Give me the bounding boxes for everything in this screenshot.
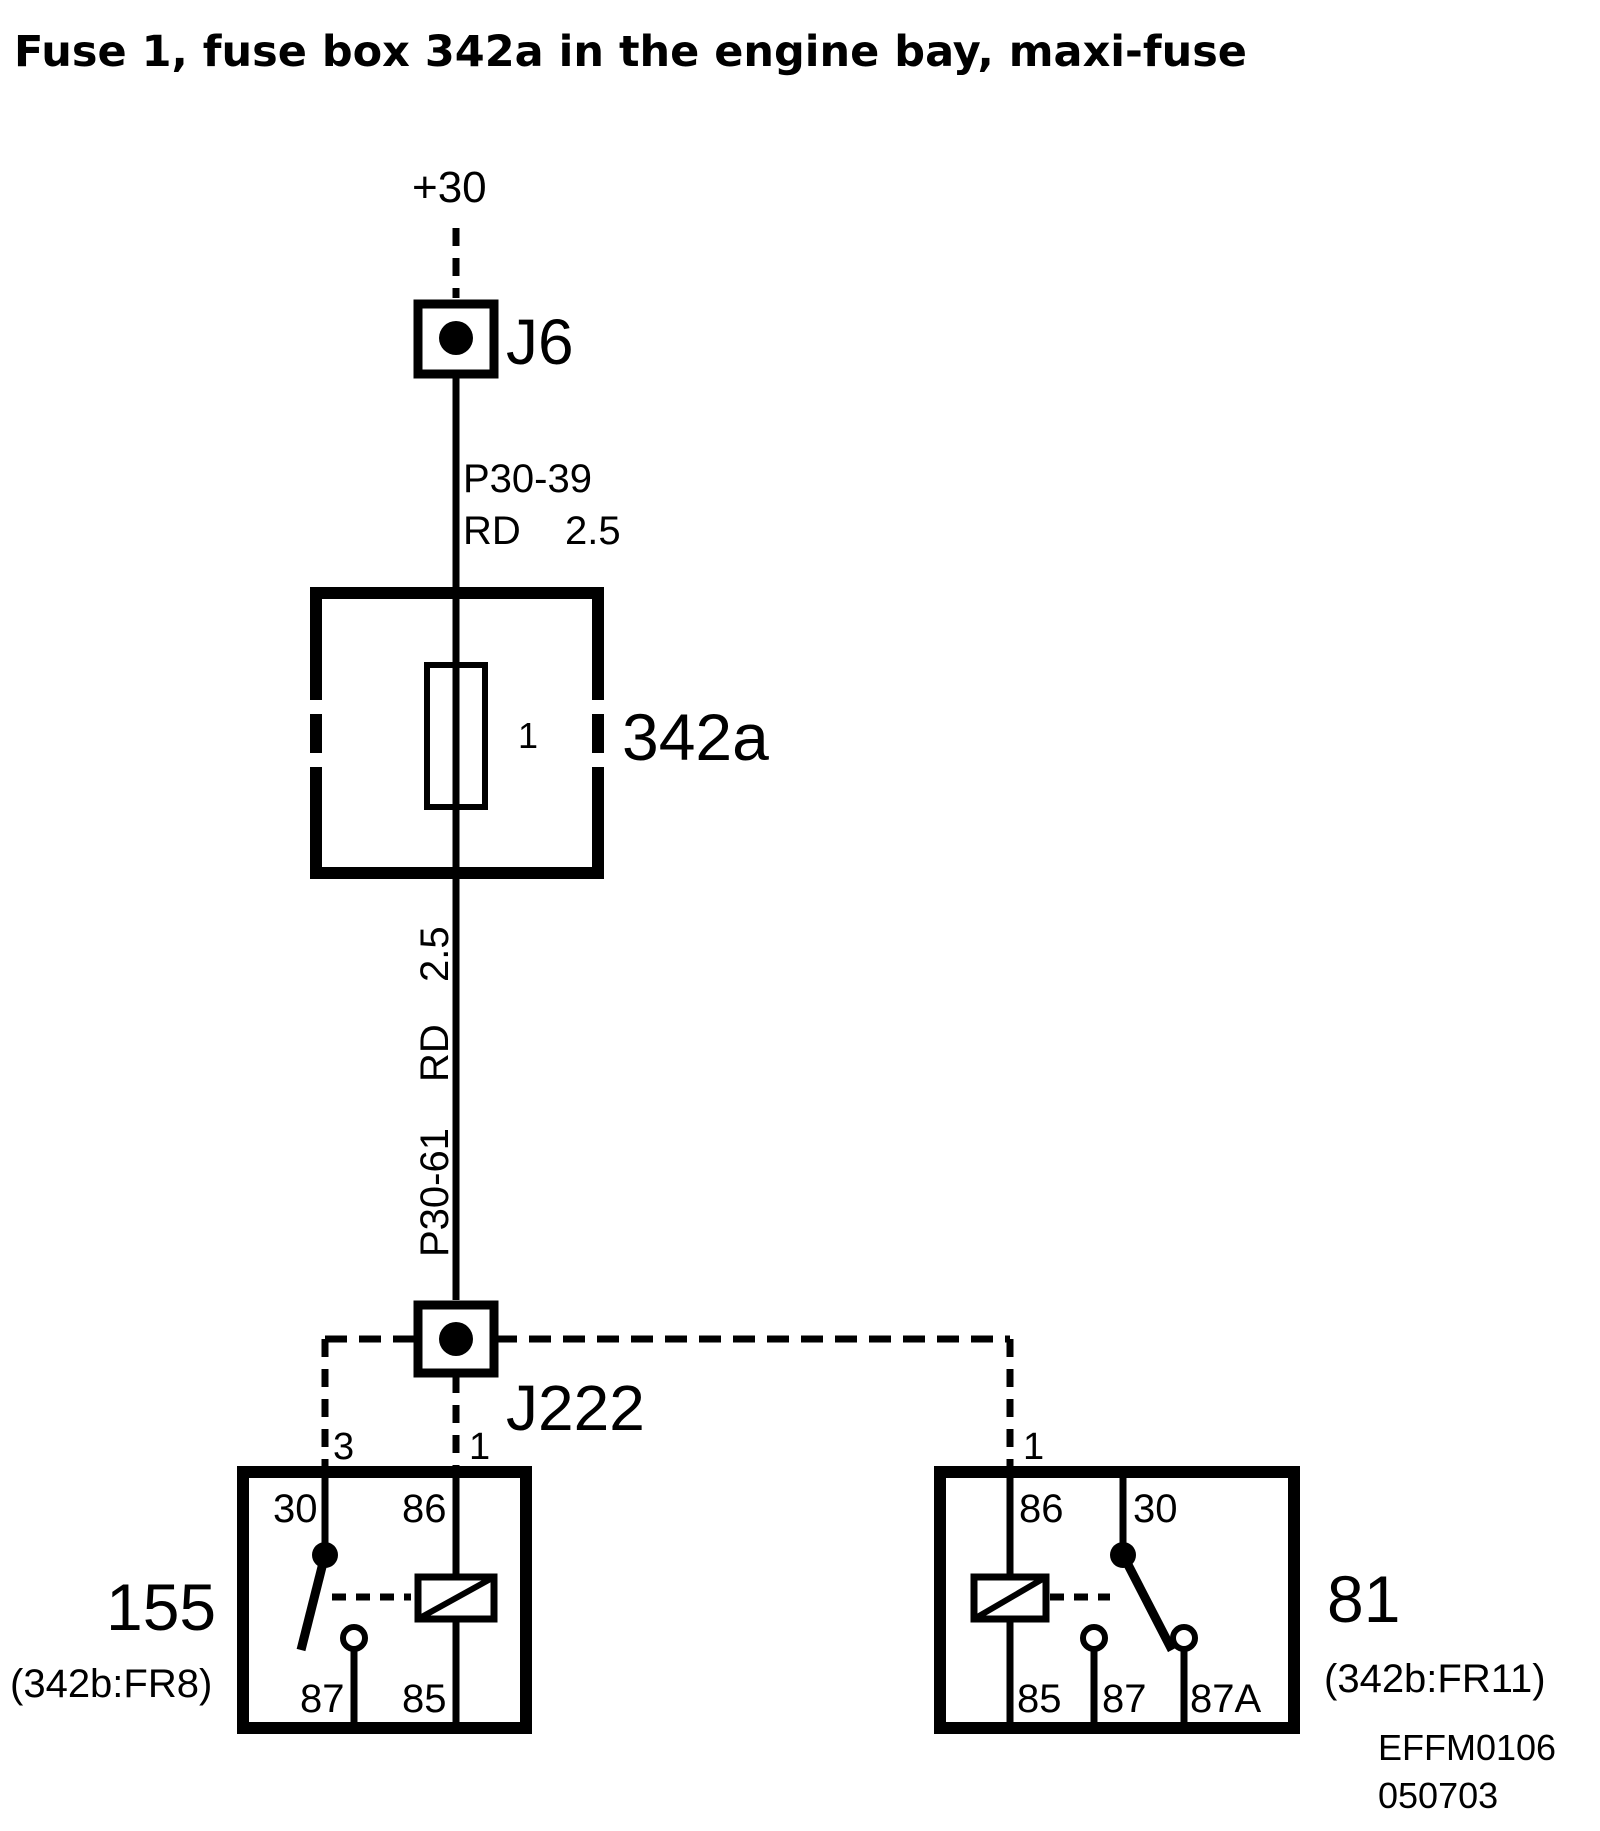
wire-lower-id: P30-61 [413, 1128, 457, 1257]
wire-lower-size: 2.5 [413, 926, 457, 982]
relay-81-location: (342b:FR11) [1324, 1657, 1546, 1701]
figure-date: 050703 [1378, 1775, 1498, 1816]
relay-81-contact-87 [1080, 1624, 1108, 1652]
relay-81-box [934, 1466, 1300, 1734]
wire-upper-size: 2.5 [565, 509, 621, 553]
relay-81-pin-87a: 87A [1190, 1677, 1261, 1721]
relay-155-pin-86: 86 [402, 1487, 447, 1531]
fuse-box-label: 342a [622, 700, 769, 774]
relay-155-pin-85: 85 [402, 1677, 447, 1721]
relay-81-contact-87a [1170, 1624, 1198, 1652]
relay-81-pin-30: 30 [1133, 1487, 1178, 1531]
relay-81-pin-85: 85 [1017, 1677, 1062, 1721]
wire-lower-color: RD [413, 1024, 457, 1082]
fuse-number: 1 [518, 715, 538, 756]
wire-upper-color: RD [463, 509, 521, 553]
junction-j6-label: J6 [506, 306, 574, 378]
supply-label: +30 [412, 163, 487, 212]
relay-155-pin-87: 87 [300, 1677, 345, 1721]
fuse-box-342a [310, 587, 604, 879]
junction-j222-dot [439, 1322, 473, 1356]
relay-81-pin-86: 86 [1019, 1487, 1064, 1531]
relay-81-coil-slash [972, 1574, 1048, 1622]
relay-155-pin-in-power: 3 [333, 1426, 354, 1468]
relay-81-pin-87: 87 [1102, 1677, 1147, 1721]
relay-81-switch-blade [1119, 1552, 1176, 1653]
relay-155-label: 155 [106, 1570, 216, 1644]
wire-upper-id: P30-39 [463, 457, 592, 501]
figure-code: EFFM0106 [1378, 1727, 1556, 1768]
relay-155-switch-blade [296, 1553, 330, 1652]
relay-155-pin-in-coil: 1 [469, 1426, 490, 1468]
relay-155-pin-30: 30 [273, 1487, 318, 1531]
junction-j6-dot [439, 321, 473, 355]
relay-155-coil-slash [416, 1574, 496, 1622]
relay-155-contact-87 [340, 1624, 368, 1652]
junction-j222-box [413, 1300, 499, 1378]
relay-155-box [237, 1466, 532, 1734]
relay-155-location: (342b:FR8) [10, 1662, 212, 1706]
relay-81-pin-in-coil: 1 [1023, 1426, 1044, 1468]
junction-j222-label: J222 [506, 1372, 645, 1444]
page-title: Fuse 1, fuse box 342a in the engine bay,… [14, 27, 1247, 77]
relay-81-label: 81 [1327, 1562, 1400, 1636]
